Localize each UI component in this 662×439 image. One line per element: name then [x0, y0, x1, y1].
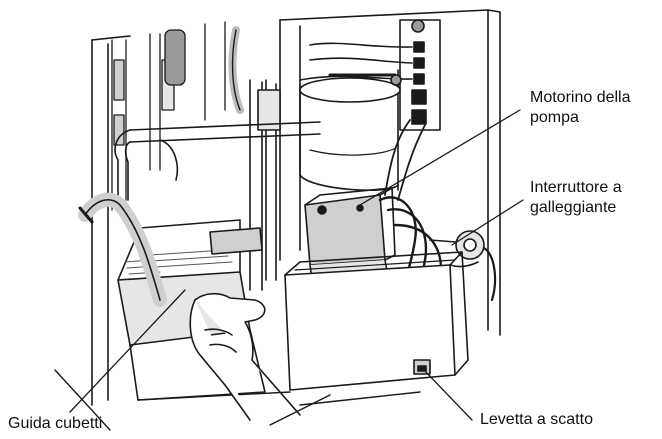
hand [189, 292, 301, 421]
label-float-switch-line2: galleggiante [530, 199, 617, 216]
terminal-strip [299, 19, 441, 131]
left-wall-panels [111, 21, 244, 211]
label-float-switch: Interruttore a galleggiante [530, 178, 622, 218]
leader-lines [69, 109, 524, 421]
label-pump-motor: Motorino della pompa [530, 88, 631, 128]
bent-pipe [78, 192, 167, 307]
label-pump-motor-line2: pompa [530, 109, 579, 126]
center-posts [249, 79, 281, 291]
label-pump-motor-line1: Motorino della [530, 89, 631, 106]
label-float-switch-line1: Interruttore a [530, 179, 622, 196]
label-snap-lever: Levetta a scatto [480, 411, 593, 428]
horizontal-pipe [114, 121, 321, 201]
label-cube-guide: Guida cubetti [8, 415, 103, 432]
cylinder-tank [299, 69, 402, 191]
base-lines [54, 369, 421, 431]
reservoir-box [284, 251, 469, 391]
